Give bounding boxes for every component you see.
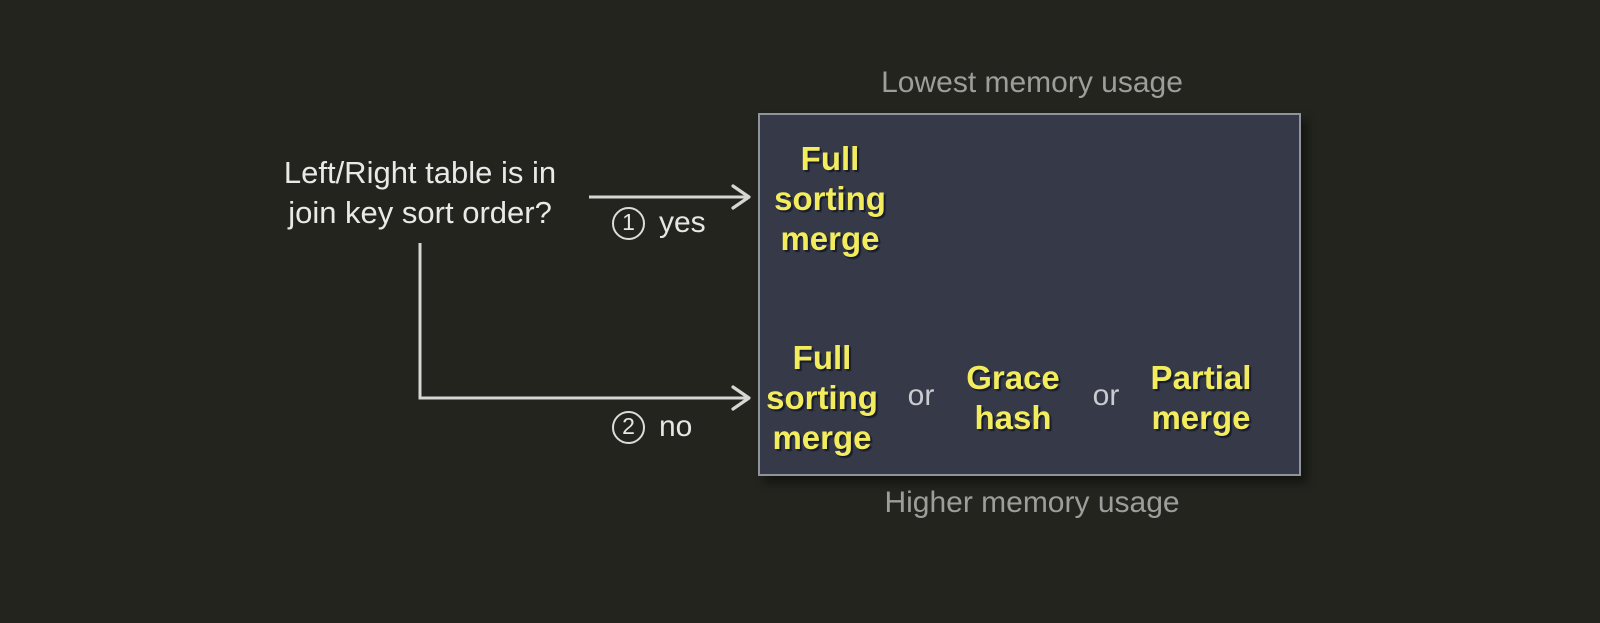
algo-line: hash [974,399,1052,436]
algo-line: sorting [766,379,878,416]
algo-line: merge [772,419,872,456]
question-text: Left/Right table is in join key sort ord… [220,153,620,233]
no-arrow [418,243,751,411]
yes-label: yes [659,206,706,239]
circled-two-icon: 2 [612,410,645,444]
algorithm-box: Full sorting merge Full sorting merge or… [758,113,1301,476]
algorithm-full-sorting-merge-unsorted: Full sorting merge [766,338,878,458]
branch-label-no: 2 no [612,410,692,444]
algo-line: merge [780,220,880,257]
algorithm-full-sorting-merge-sorted: Full sorting merge [774,139,886,259]
no-label: no [659,410,693,443]
algo-line: Grace [966,359,1060,396]
algo-line: merge [1151,399,1251,436]
or-separator-second: or [1092,379,1120,412]
algo-line: Partial [1150,359,1252,396]
algo-line: sorting [774,180,886,217]
circled-one-icon: 1 [612,206,645,240]
lowest-memory-label: Lowest memory usage [881,66,1183,99]
branch-label-yes: 1 yes [612,206,706,240]
or-separator-first: or [907,379,935,412]
question-line-2: join key sort order? [288,195,552,230]
algorithm-partial-merge: Partial merge [1151,358,1252,438]
question-line-1: Left/Right table is in [283,155,557,190]
algo-line: Full [792,339,852,376]
algo-line: Full [800,140,860,177]
algorithm-grace-hash: Grace hash [966,358,1060,438]
higher-memory-label: Higher memory usage [884,486,1180,519]
